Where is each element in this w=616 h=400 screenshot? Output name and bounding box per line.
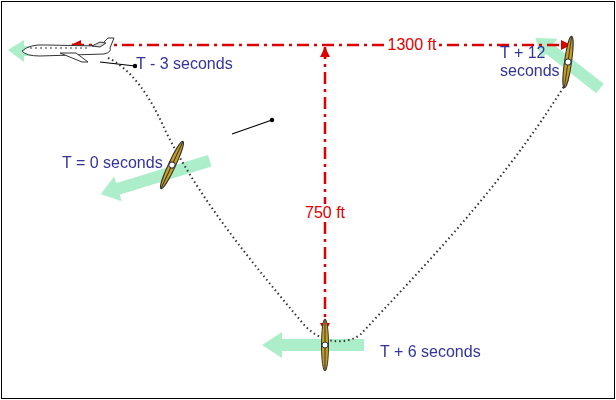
time-label: T = 0 seconds bbox=[62, 154, 163, 172]
rotor-symbol bbox=[561, 36, 575, 88]
time-label: T + 6 seconds bbox=[380, 343, 481, 361]
time-label: T + 12 seconds bbox=[500, 44, 560, 80]
dimension-line bbox=[324, 47, 327, 332]
motion-arrows bbox=[8, 28, 608, 358]
dimension-label: 1300 ft bbox=[385, 36, 440, 54]
dimension-line bbox=[72, 44, 570, 47]
trajectory bbox=[108, 58, 568, 341]
dimension-label: 750 ft bbox=[302, 204, 348, 222]
leader-line bbox=[100, 62, 135, 66]
aircraft bbox=[22, 38, 114, 62]
time-label: T - 3 seconds bbox=[136, 55, 233, 73]
rotor-symbol bbox=[322, 319, 329, 371]
leader-line bbox=[232, 120, 272, 134]
